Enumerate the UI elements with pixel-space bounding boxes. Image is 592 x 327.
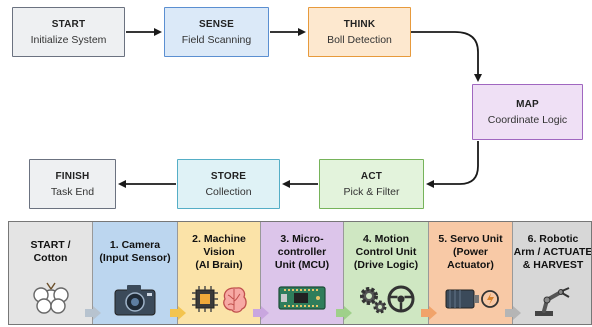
- pipeline-segment-servo: 5. Servo Unit (Power Actuator): [429, 222, 513, 324]
- chevron-right-icon: [421, 306, 437, 320]
- node-subtitle: Boll Detection: [327, 33, 392, 46]
- gears-wheel-icon: [356, 282, 416, 321]
- segment-label: 3. Micro- controller Unit (MCU): [274, 232, 330, 271]
- pipeline-segment-camera: 1. Camera (Input Sensor): [93, 222, 178, 324]
- cotton-icon: [29, 281, 73, 324]
- chevron-right-icon: [85, 306, 101, 320]
- flow-node-store: STORE Collection: [177, 159, 280, 209]
- flow-node-think: THINK Boll Detection: [308, 7, 411, 57]
- hardware-pipeline-strip: START / Cotton 1. Camera (Input Sensor): [8, 221, 592, 325]
- node-subtitle: Field Scanning: [181, 33, 252, 46]
- servo-icon: [442, 282, 500, 319]
- chevron-right-icon: [253, 306, 269, 320]
- segment-label: 4. Motion Control Unit (Drive Logic): [353, 232, 419, 271]
- camera-icon: [112, 282, 158, 323]
- node-subtitle: Pick & Filter: [343, 185, 400, 198]
- node-subtitle: Task End: [50, 185, 95, 198]
- pipeline-segment-start: START / Cotton: [9, 222, 93, 324]
- flow-node-finish: FINISH Task End: [29, 159, 116, 209]
- segment-label: 5. Servo Unit (Power Actuator): [438, 232, 503, 271]
- chip-brain-icon: [190, 282, 248, 321]
- node-subtitle: Initialize System: [30, 33, 107, 46]
- node-title: STORE: [210, 170, 247, 182]
- flow-arrows: [118, 28, 482, 188]
- arrow-think-map: [411, 31, 482, 82]
- segment-label: 2. Machine Vision (AI Brain): [192, 232, 246, 271]
- segment-label: START / Cotton: [30, 238, 71, 264]
- pipeline-segment-mcu: 3. Micro- controller Unit (MCU): [261, 222, 344, 324]
- node-subtitle: Coordinate Logic: [487, 113, 568, 126]
- flow-node-start: START Initialize System: [12, 7, 125, 57]
- chevron-right-icon: [336, 306, 352, 320]
- node-title: FINISH: [55, 170, 90, 182]
- robotic-arm-icon: [529, 282, 577, 323]
- flow-node-map: MAP Coordinate Logic: [472, 84, 583, 140]
- arrow-map-act: [426, 141, 479, 188]
- chevron-right-icon: [505, 306, 521, 320]
- node-title: ACT: [360, 170, 383, 182]
- segment-label: 6. Robotic Arm / ACTUATE & HARVEST: [513, 232, 592, 271]
- node-title: MAP: [516, 98, 539, 110]
- node-subtitle: Collection: [205, 185, 252, 198]
- node-title: SENSE: [199, 18, 234, 30]
- segment-label: 1. Camera (Input Sensor): [99, 239, 171, 264]
- node-title: THINK: [343, 18, 376, 30]
- node-title: START: [51, 18, 86, 30]
- pipeline-segment-machine-vision: 2. Machine Vision (AI Brain): [178, 222, 261, 324]
- chevron-right-icon: [170, 306, 186, 320]
- pipeline-segment-robotic-arm: 6. Robotic Arm / ACTUATE & HARVEST: [513, 222, 592, 324]
- flow-node-act: ACT Pick & Filter: [319, 159, 424, 209]
- flow-node-sense: SENSE Field Scanning: [164, 7, 269, 57]
- microcontroller-icon: [276, 282, 328, 319]
- pipeline-segment-motion-control: 4. Motion Control Unit (Drive Logic): [344, 222, 429, 324]
